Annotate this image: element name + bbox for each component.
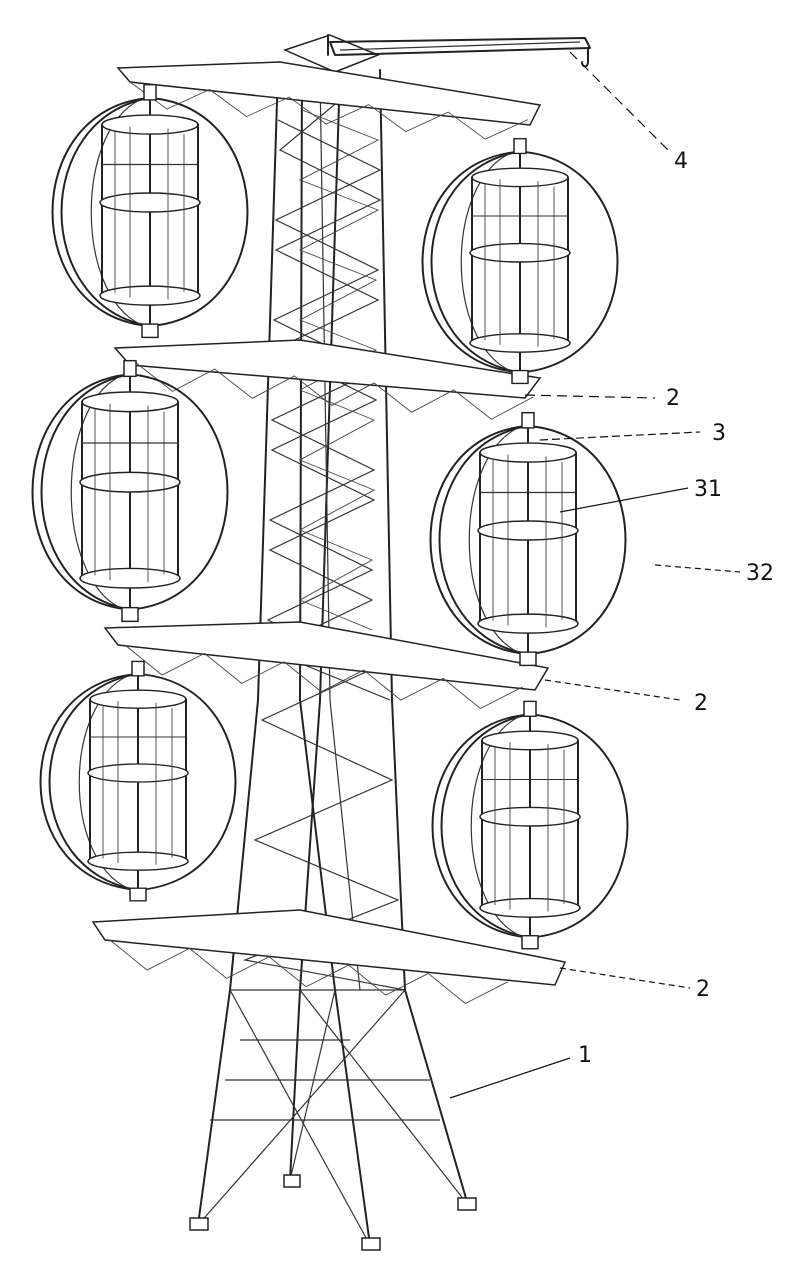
label-4: 4: [674, 149, 688, 174]
label-2-middle: 2: [694, 691, 708, 716]
cross-arm-bottom: [91, 909, 567, 1009]
label-2-upper: 2: [666, 386, 680, 411]
label-32: 32: [746, 561, 774, 586]
cross-arm-top: [116, 61, 542, 144]
crane-jib: [282, 34, 591, 73]
leader-lines: [449, 51, 741, 1099]
rotor-low-right: [431, 700, 629, 950]
rotor-top-right: [421, 137, 619, 385]
label-1: 1: [578, 1043, 592, 1068]
label-31: 31: [694, 477, 722, 502]
label-2-lower: 2: [696, 977, 710, 1002]
label-3: 3: [712, 421, 726, 446]
rotor-mid-left: [31, 359, 229, 623]
rotor-low-left: [39, 660, 237, 902]
rotor-top-left: [51, 83, 249, 339]
rotor-mid-right: [429, 411, 627, 667]
cross-arm-3: [103, 621, 550, 714]
